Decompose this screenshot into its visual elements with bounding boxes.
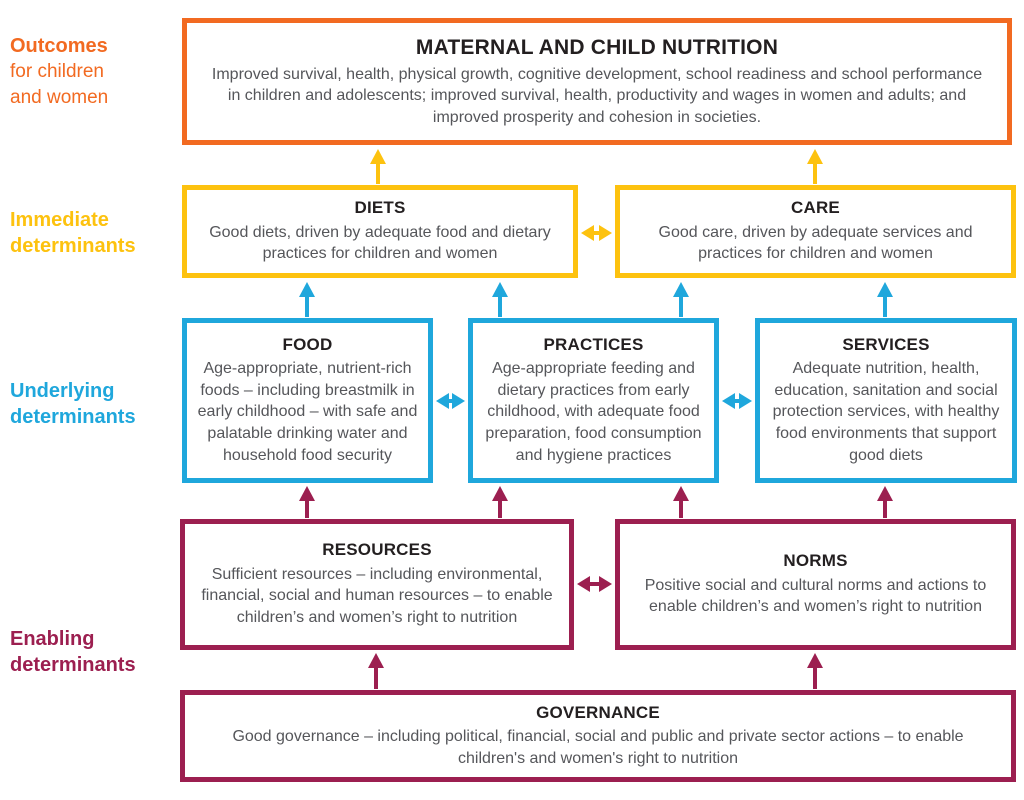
arrow-diets-to-outcome — [370, 149, 386, 184]
label-outcomes-line2: for children — [10, 61, 104, 82]
arrow-resources-norms-link — [577, 576, 612, 592]
box-title: SERVICES — [842, 334, 930, 354]
label-underlying-determinants: Underlying determinants — [10, 380, 136, 428]
box-body: Age-appropriate feeding and dietary prac… — [485, 360, 702, 464]
label-enabling-determinants: Enabling determinants — [10, 628, 136, 676]
arrow-food-practices-link — [436, 393, 465, 409]
box-title: RESOURCES — [322, 540, 432, 560]
box-care: CARE Good care, driven by adequate servi… — [615, 185, 1016, 278]
box-title: DIETS — [354, 198, 406, 218]
box-title: FOOD — [282, 334, 333, 354]
arrow-care-to-outcome — [807, 149, 823, 184]
box-body: Sufficient resources – including environ… — [201, 565, 553, 626]
box-food: FOOD Age-appropriate, nutrient-rich food… — [182, 318, 433, 483]
box-body: Adequate nutrition, health, education, s… — [772, 360, 1000, 464]
arrow-practices-to-care — [673, 282, 689, 317]
arrow-diets-care-link — [581, 225, 612, 241]
box-resources: RESOURCES Sufficient resources – includi… — [180, 519, 574, 650]
arrow-practices-to-diets — [492, 282, 508, 317]
box-body: Improved survival, health, physical grow… — [211, 65, 983, 126]
box-body: Positive social and cultural norms and a… — [644, 576, 987, 616]
arrow-norms-to-services — [877, 486, 893, 518]
box-title: GOVERNANCE — [536, 702, 660, 722]
arrow-governance-to-norms — [807, 653, 823, 689]
arrow-resources-to-practices — [492, 486, 508, 518]
label-outcomes-line1: Outcomes — [10, 35, 108, 57]
arrow-resources-to-food — [299, 486, 315, 518]
arrow-governance-to-resources — [368, 653, 384, 689]
box-norms: NORMS Positive social and cultural norms… — [615, 519, 1016, 650]
label-outcomes-for-children-and-women: Outcomes for children and women — [10, 33, 108, 111]
box-services: SERVICES Adequate nutrition, health, edu… — [755, 318, 1017, 483]
arrow-practices-services-link — [722, 393, 752, 409]
box-maternal-and-child-nutrition: MATERNAL AND CHILD NUTRITION Improved su… — [182, 18, 1012, 145]
box-diets: DIETS Good diets, driven by adequate foo… — [182, 185, 578, 278]
box-title: MATERNAL AND CHILD NUTRITION — [415, 35, 779, 59]
arrow-food-to-diets — [299, 282, 315, 317]
box-body: Good care, driven by adequate services a… — [658, 223, 973, 263]
label-outcomes-line3: and women — [10, 87, 109, 108]
box-governance: GOVERNANCE Good governance – including p… — [180, 690, 1016, 782]
box-body: Good governance – including political, f… — [232, 728, 964, 767]
box-body: Age-appropriate, nutrient-rich foods – i… — [197, 360, 418, 464]
box-title: PRACTICES — [543, 334, 644, 354]
arrow-norms-to-practices — [673, 486, 689, 518]
arrow-services-to-care — [877, 282, 893, 317]
box-title: NORMS — [783, 551, 848, 571]
box-practices: PRACTICES Age-appropriate feeding and di… — [468, 318, 719, 483]
label-immediate-determinants: Immediate determinants — [10, 209, 136, 257]
box-title: CARE — [791, 198, 840, 218]
box-body: Good diets, driven by adequate food and … — [209, 223, 551, 263]
